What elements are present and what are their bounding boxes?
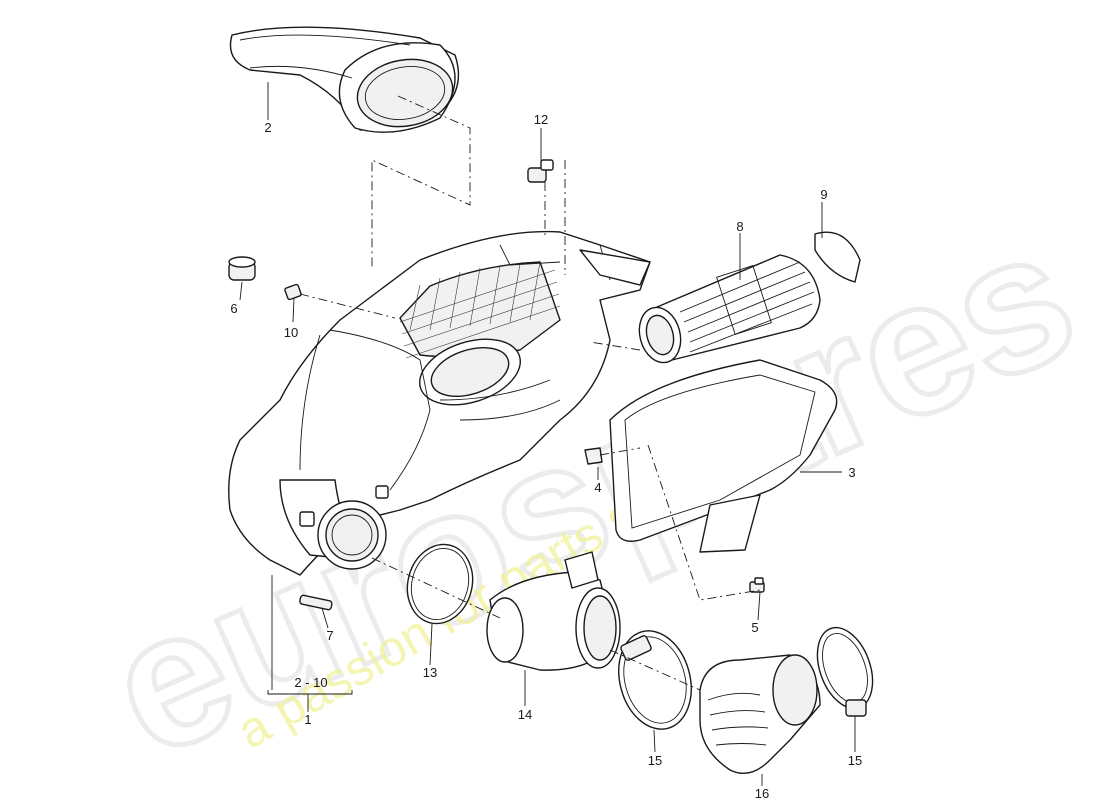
leader-lines [239,82,856,786]
screw-icon [749,577,765,593]
callout-3: 3 [848,465,855,480]
callout-2-10: 2 - 10 [294,675,327,690]
housing-cover-icon [584,359,838,553]
clip-icon [284,283,302,301]
callout-14: 14 [518,707,532,722]
intake-duct-icon [229,26,460,133]
hose-clamp-icon [618,630,692,730]
callouts: 2 12 9 8 6 10 3 4 5 7 13 2 - 10 1 14 15 … [230,112,862,800]
bolt-icon [527,159,554,183]
callout-7: 7 [326,628,333,643]
housing-mesh [399,261,561,359]
callout-12: 12 [534,112,548,127]
callout-6: 6 [230,301,237,316]
callout-15-left: 15 [648,753,662,768]
intake-hose-icon [699,654,821,774]
pin-icon [299,594,333,611]
callout-5: 5 [751,620,758,635]
callout-15-right: 15 [848,753,862,768]
callout-13: 13 [423,665,437,680]
callout-8: 8 [736,219,743,234]
hose-clamp-icon-2 [816,626,874,717]
callout-1: 1 [304,712,311,727]
callout-16: 16 [755,786,769,800]
grommet-icon [228,256,256,281]
filter-label-grid [716,265,772,335]
retaining-clip-icon [814,231,861,283]
air-filter-housing-icon [228,230,651,576]
callout-9: 9 [820,187,827,202]
callout-10: 10 [284,325,298,340]
mass-air-flow-sensor-icon [486,551,621,671]
filter-element-icon [638,254,821,364]
callout-4: 4 [594,480,601,495]
callout-2: 2 [264,120,271,135]
assembly-lines [299,95,761,691]
